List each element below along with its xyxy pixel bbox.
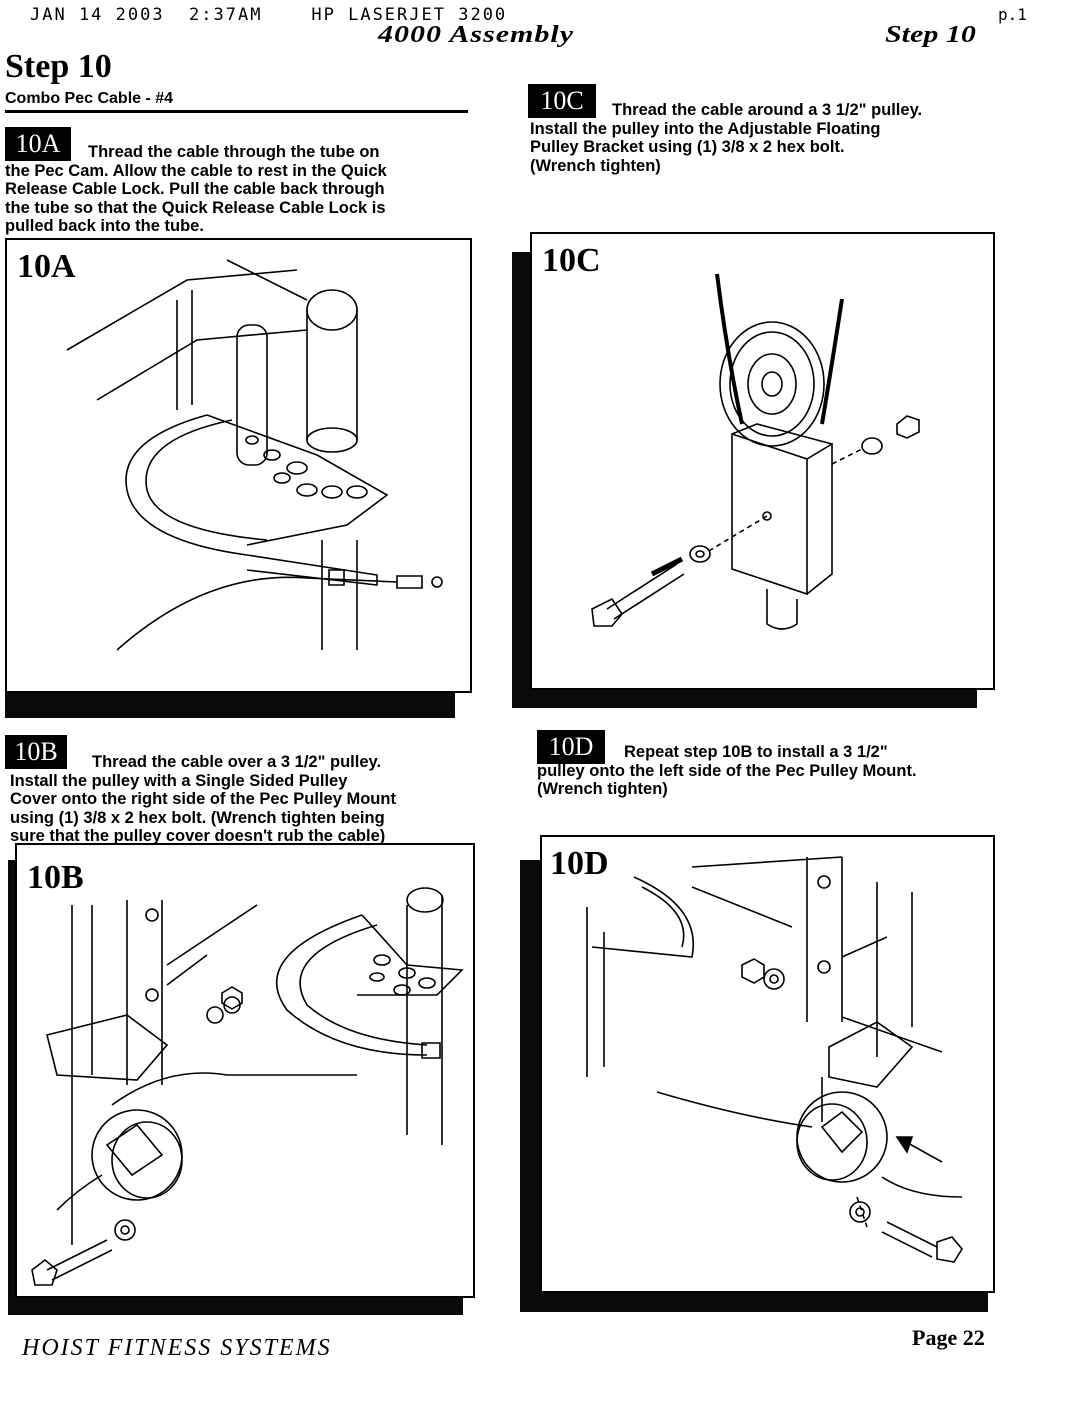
document-header-title: 4000 Assembly xyxy=(378,21,575,48)
illustration-10a-drawing xyxy=(7,240,474,695)
step-10a-line-1: Thread the cable through the tube on xyxy=(88,143,380,161)
illustration-panel-10c: 10C xyxy=(530,232,995,690)
step-10d-line-3: (Wrench tighten) xyxy=(537,780,668,798)
step-title: Step 10 xyxy=(5,48,112,85)
step-10c-line-4: (Wrench tighten) xyxy=(530,156,661,175)
step-10a-line-5: pulled back into the tube. xyxy=(5,217,204,235)
illustration-10b-drawing xyxy=(17,845,477,1300)
step-10b-line-5: sure that the pulley cover doesn't rub t… xyxy=(10,827,386,845)
document-header-step: Step 10 xyxy=(885,21,976,48)
illustration-panel-10d: 10D xyxy=(540,835,995,1293)
illustration-panel-10b: 10B xyxy=(15,843,475,1298)
step-badge-10d: 10D xyxy=(537,730,605,764)
step-10b-line-2: Install the pulley with a Single Sided P… xyxy=(10,771,348,790)
footer-page-number: Page 22 xyxy=(912,1325,985,1350)
illustration-10d-drawing xyxy=(542,837,997,1295)
fax-header: JAN 14 2003 2:37AM HP LASERJET 3200 xyxy=(30,5,508,25)
panel-label-10a: 10A xyxy=(17,248,76,285)
illustration-10c-drawing xyxy=(532,234,997,692)
step-10a-line-3: Release Cable Lock. Pull the cable back … xyxy=(5,180,385,198)
footer-company: HOIST FITNESS SYSTEMS xyxy=(22,1335,332,1361)
panel-label-10b: 10B xyxy=(27,859,84,896)
step-10c-line-1: Thread the cable around a 3 1/2" pulley. xyxy=(612,101,923,119)
step-10b-line-4: using (1) 3/8 x 2 hex bolt. (Wrench tigh… xyxy=(10,808,385,827)
step-10c-line-2: Install the pulley into the Adjustable F… xyxy=(530,119,881,138)
step-10d-line-2: pulley onto the left side of the Pec Pul… xyxy=(537,761,917,780)
section-subtitle: Combo Pec Cable - #4 xyxy=(5,90,174,107)
subtitle-rule xyxy=(5,110,468,113)
step-text-10c: Thread the cable around a 3 1/2" pulley.… xyxy=(530,101,1070,175)
step-text-10b: Thread the cable over a 3 1/2" pulley. I… xyxy=(10,753,490,846)
panel-label-10d: 10D xyxy=(550,845,609,882)
step-10c-line-3: Pulley Bracket using (1) 3/8 x 2 hex bol… xyxy=(530,138,845,156)
step-text-10d: Repeat step 10B to install a 3 1/2" pull… xyxy=(537,743,1037,799)
step-10a-line-4: the tube so that the Quick Release Cable… xyxy=(5,198,386,217)
step-badge-10b: 10B xyxy=(5,735,67,769)
step-text-10a: Thread the cable through the tube on the… xyxy=(5,143,480,236)
illustration-panel-10a: 10A xyxy=(5,238,472,693)
fax-page-number: p.1 xyxy=(998,5,1027,24)
step-10b-line-3: Cover onto the right side of the Pec Pul… xyxy=(10,790,396,808)
step-10d-line-1: Repeat step 10B to install a 3 1/2" xyxy=(624,743,888,761)
panel-label-10c: 10C xyxy=(542,242,601,279)
step-10a-line-2: the Pec Cam. Allow the cable to rest in … xyxy=(5,161,387,180)
step-badge-10a: 10A xyxy=(5,127,71,161)
step-10b-line-1: Thread the cable over a 3 1/2" pulley. xyxy=(92,753,382,771)
step-badge-10c: 10C xyxy=(528,84,596,118)
